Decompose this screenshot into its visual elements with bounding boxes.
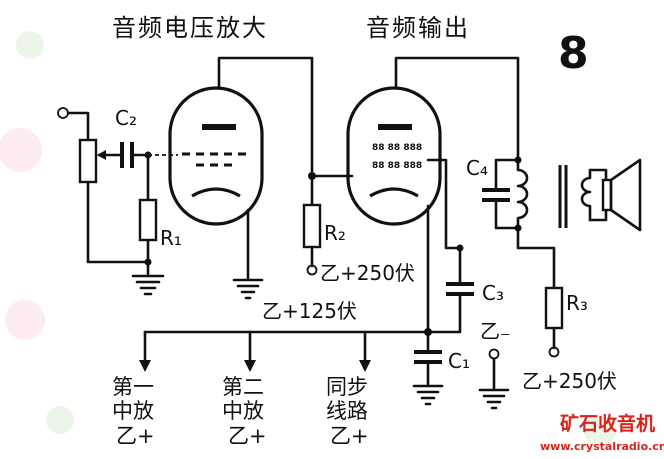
watermark-url: www.crystalradio.cn: [540, 440, 664, 453]
b250-terminal-left: [306, 264, 318, 276]
title-voltage-amp: 音频电压放大: [112, 14, 268, 42]
output-label-if1: 第一 中放 乙+: [112, 375, 155, 448]
watermark-name: 矿石收音机: [560, 412, 655, 435]
resistor-r2: [302, 203, 322, 249]
figure-number: 8: [558, 28, 589, 79]
wire-r3-top: [516, 226, 556, 290]
svg-text:线路: 线路: [326, 399, 368, 423]
label-b125: 乙+125伏: [262, 299, 357, 323]
arrow-down-icon: [244, 360, 256, 372]
title-audio-output: 音频输出: [366, 14, 470, 42]
tube-voltage-amp: [168, 86, 264, 226]
label-b250-left: 乙+250伏: [320, 261, 415, 285]
input-terminal: [57, 107, 69, 119]
pot-wiper-arrow: [97, 150, 106, 160]
wire-input: [66, 111, 90, 142]
decor-blob: [46, 406, 74, 434]
tube-audio-output: [346, 86, 442, 226]
label-r1: R₁: [160, 226, 182, 250]
svg-text:第一: 第一: [112, 375, 154, 399]
label-c3: C₃: [482, 281, 504, 305]
svg-text:中放: 中放: [112, 399, 154, 423]
label-r2: R₂: [324, 221, 346, 245]
label-b-minus: 乙₋: [480, 319, 511, 343]
resistor-r1: [138, 198, 158, 242]
decor-blob: [0, 128, 42, 172]
svg-text:乙+: 乙+: [228, 424, 267, 448]
wire-speaker-top: [588, 168, 608, 182]
transformer-primary: [516, 158, 529, 230]
wire-tube1-plate: [217, 56, 314, 178]
volume-potentiometer: [78, 138, 98, 184]
output-label-sync: 同步 线路 乙+: [326, 375, 369, 448]
wire-tube2-plate: [394, 56, 520, 162]
decor-blob: [5, 300, 45, 340]
arrow-down-icon: [139, 360, 151, 372]
svg-text:第二: 第二: [222, 375, 264, 399]
svg-text:乙+: 乙+: [116, 424, 155, 448]
transformer-secondary: [580, 168, 592, 222]
label-b250-right: 乙+250伏: [522, 369, 617, 393]
wire-c4-bottom: [494, 200, 520, 230]
svg-text:中放: 中放: [222, 399, 264, 423]
label-c1: C₁: [448, 349, 470, 373]
ground-symbol: [412, 384, 444, 406]
tube1-plate: [202, 124, 236, 130]
svg-text:同步: 同步: [326, 375, 368, 399]
label-r3: R₃: [566, 291, 588, 315]
ground-symbol: [131, 274, 165, 296]
resistor-r3: [544, 286, 564, 330]
b250-terminal-right: [548, 346, 560, 358]
tube2-cathode: [369, 187, 419, 198]
svg-text:乙+: 乙+: [330, 424, 369, 448]
tube2-grid-row: 88 88 888: [372, 161, 422, 171]
wire-c4-top: [494, 158, 520, 190]
label-c4: C₄: [466, 156, 488, 180]
tube1-cathode: [191, 187, 241, 198]
ground-symbol: [232, 278, 264, 300]
decor-blob: [584, 414, 616, 446]
tube2-plate: [378, 124, 412, 130]
wire-c3-bottom: [426, 294, 462, 334]
tube2-grid-row: 88 88 888: [372, 143, 422, 153]
arrow-down-icon: [359, 360, 371, 372]
wire-screen-grid: [426, 158, 462, 250]
ground-symbol: [478, 388, 510, 410]
decor-blob: [16, 31, 44, 59]
speaker-icon: [609, 158, 642, 232]
b-minus-terminal: [488, 348, 500, 360]
label-c2: C₂: [115, 106, 137, 130]
wire-pot-ground: [86, 180, 147, 264]
wire-speaker-bottom: [588, 208, 608, 222]
output-label-if2: 第二 中放 乙+: [222, 375, 267, 448]
